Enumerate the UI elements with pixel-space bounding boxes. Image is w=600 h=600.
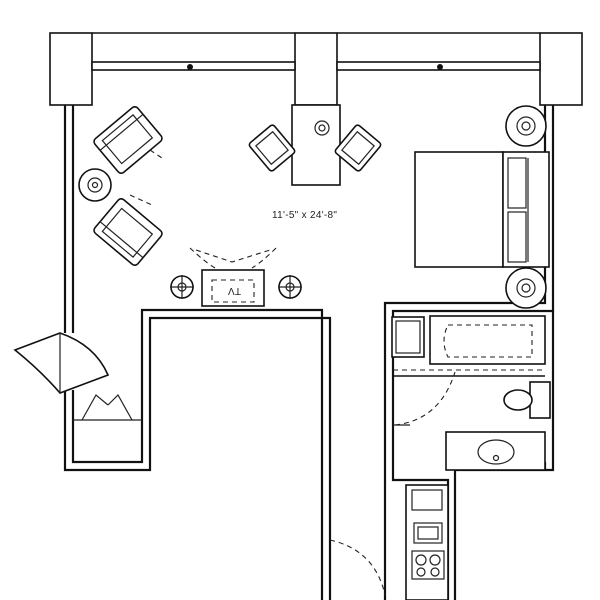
room-dimensions: 11'-5" x 24'-8": [272, 210, 337, 221]
kitchenette: [329, 484, 449, 600]
nightstand-top: [505, 105, 547, 147]
armchair-bottom: [93, 197, 163, 267]
desk-chair-right: [334, 124, 382, 172]
bathroom: [391, 315, 551, 471]
bathtub: [429, 315, 546, 365]
tv-label: TV: [228, 285, 241, 296]
entry-door: [13, 332, 110, 394]
right-column: [539, 32, 583, 106]
side-table-lamp: [78, 168, 112, 202]
left-column: [49, 32, 93, 106]
desk-chair-left: [248, 124, 296, 172]
cooktop: [411, 550, 445, 580]
toilet: [503, 381, 551, 419]
nightstand-bottom: [505, 267, 547, 309]
window-left: [91, 61, 296, 71]
armchair-top: [93, 105, 163, 175]
bed: [414, 151, 550, 268]
closet: [73, 394, 142, 421]
tv-lamp-right: [278, 275, 302, 299]
window-wall: [49, 32, 583, 106]
tv-lamp-left: [170, 275, 194, 299]
tv-cabinet: TV: [189, 247, 277, 307]
sink: [413, 522, 443, 544]
desk: [291, 104, 341, 186]
center-column: [294, 32, 338, 106]
vanity: [391, 316, 425, 358]
